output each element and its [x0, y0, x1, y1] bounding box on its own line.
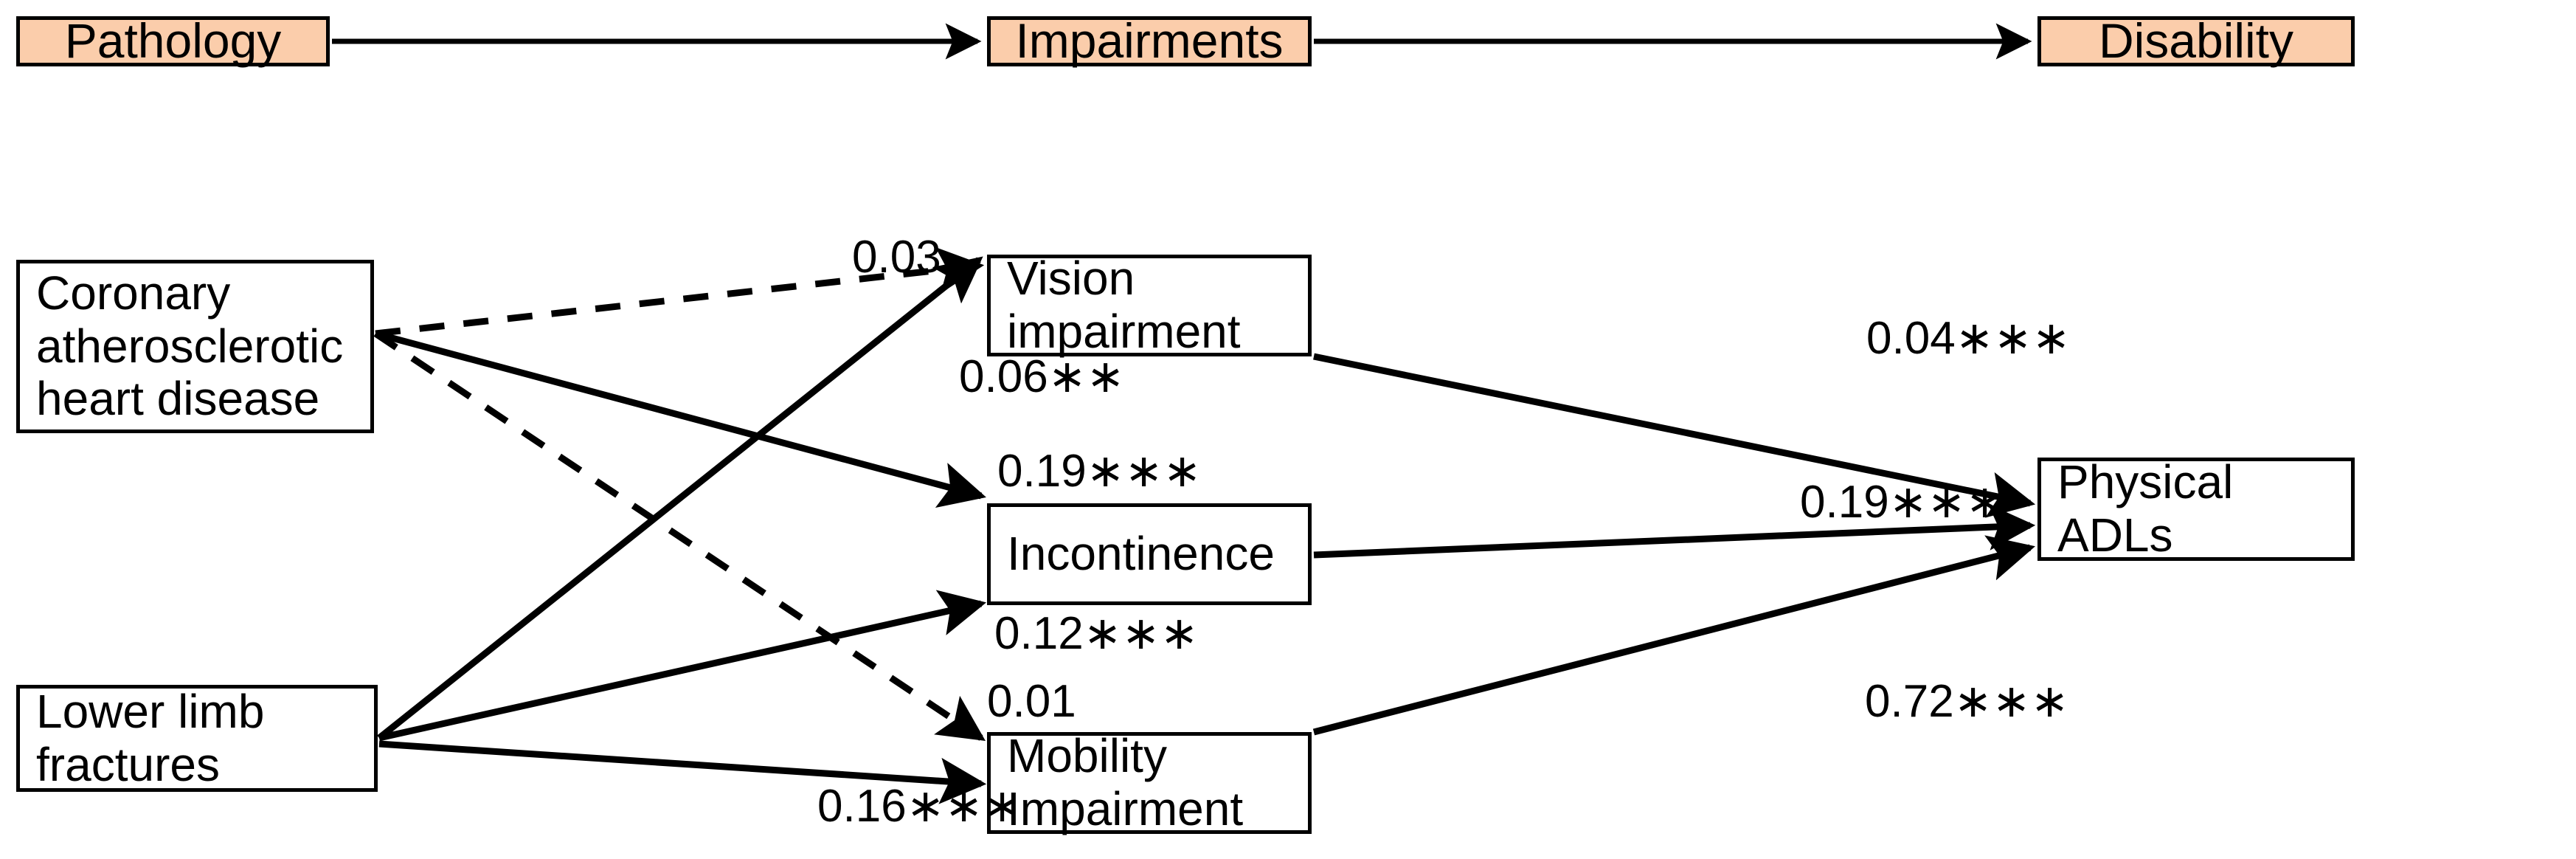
- path-fractures-to-vision: [377, 256, 983, 741]
- path-coronary-to-mobility: [373, 331, 986, 741]
- path-label-fractures-to-vision: 0.06∗∗: [959, 351, 1125, 402]
- path-coronary-to-incontinence: [374, 330, 986, 508]
- path-label-coronary-to-vision: 0.03: [852, 232, 941, 283]
- stage-band-pathology: Pathology: [16, 13, 330, 69]
- path-label-fractures-to-mobility: 0.16∗∗∗: [817, 781, 1022, 832]
- path-incontinence-to-adls: [1313, 503, 2036, 559]
- path-fractures-to-incontinence: [378, 590, 987, 742]
- path-label-mobility-to-adls: 0.72∗∗∗: [1865, 676, 2069, 727]
- node-incontinence-label: Incontinence: [1007, 527, 1275, 581]
- node-fractures-label: Lower limb fractures: [36, 684, 265, 791]
- stage-band-disability-label: Disability: [2098, 13, 2294, 69]
- node-adls-label: Physical ADLs: [2057, 455, 2234, 562]
- node-incontinence: Incontinence: [987, 503, 1312, 605]
- node-vision-impairment: Vision impairment: [987, 252, 1312, 358]
- node-coronary-label: Coronary atherosclerotic heart disease: [36, 266, 344, 426]
- stage-band-impairments: Impairments: [987, 13, 1312, 69]
- path-fractures-to-mobility: [378, 740, 987, 804]
- path-label-incontinence-to-adls: 0.19∗∗∗: [1800, 477, 2004, 528]
- path-label-coronary-to-mobility: 0.01: [987, 676, 1076, 727]
- path-label-coronary-to-incontinence: 0.19∗∗∗: [997, 446, 1202, 497]
- node-mobility-impairment: Mobility Impairment: [987, 729, 1312, 835]
- stage-band-disability: Disability: [2037, 13, 2355, 69]
- path-label-vision-to-adls: 0.04∗∗∗: [1866, 313, 2071, 364]
- stage-band-impairments-label: Impairments: [1015, 13, 1284, 69]
- node-mobility-label: Mobility Impairment: [1007, 729, 1244, 835]
- node-coronary-atherosclerotic-heart-disease: Coronary atherosclerotic heart disease: [16, 260, 374, 433]
- node-lower-limb-fractures: Lower limb fractures: [16, 685, 378, 792]
- stage-band-pathology-label: Pathology: [64, 13, 282, 69]
- node-physical-adls: Physical ADLs: [2037, 455, 2355, 562]
- path-label-fractures-to-incontinence: 0.12∗∗∗: [994, 608, 1199, 659]
- node-vision-label: Vision impairment: [1007, 252, 1241, 358]
